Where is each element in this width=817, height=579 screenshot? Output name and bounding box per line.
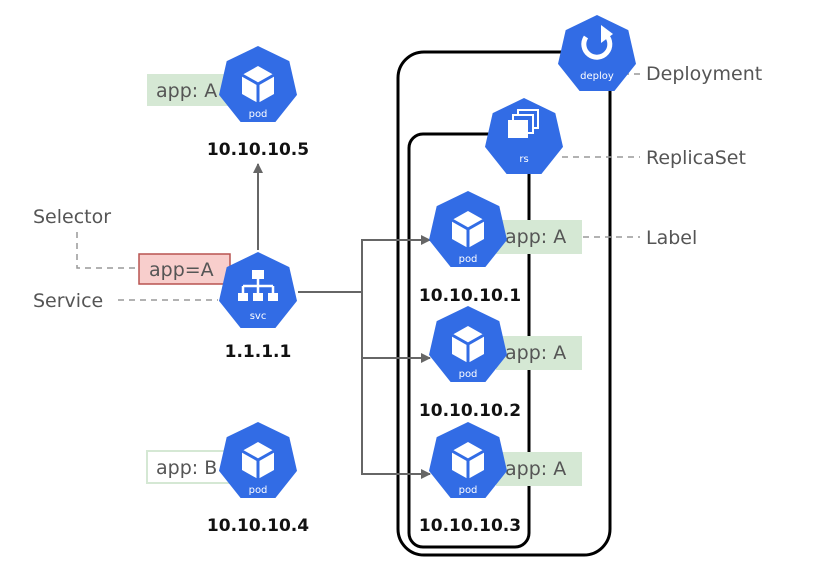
- deployment-boundary: [396, 50, 612, 557]
- label-tag-rs2-text: app: A: [505, 342, 566, 364]
- svc-to-pod3-connector: [361, 358, 431, 479]
- svc-icon: svc: [219, 252, 297, 328]
- label-tag-rs2: app: A: [496, 336, 582, 370]
- pod-icon-rs3: pod: [429, 422, 507, 498]
- label-tag-rs3-text: app: A: [505, 458, 566, 480]
- pod-icon-top: pod: [219, 46, 297, 122]
- pod-bottom-caption: pod: [249, 485, 268, 496]
- selector-leader: [76, 232, 138, 269]
- selector-tag-text: app=A: [149, 259, 214, 281]
- pod-rs3-ip: 10.10.10.3: [419, 516, 521, 536]
- pod-rs3-caption: pod: [459, 485, 478, 496]
- label-tag-rs1: app: A: [496, 220, 582, 254]
- label-tag-bottom: app: B: [146, 450, 232, 484]
- deploy-icon-caption: deploy: [580, 71, 614, 82]
- pod-rs1-caption: pod: [459, 254, 478, 265]
- pod-top-caption: pod: [249, 109, 268, 120]
- pod-rs2-ip: 10.10.10.2: [419, 401, 521, 421]
- label-tag-rs3: app: A: [496, 452, 582, 486]
- label-tag-rs1-text: app: A: [505, 226, 566, 248]
- label-callout: Label: [646, 227, 697, 249]
- deployment-callout: Deployment: [646, 63, 762, 85]
- pod-icon-bottom: pod: [219, 422, 297, 498]
- pod-bottom-ip: 10.10.10.4: [207, 516, 309, 536]
- svc-to-pod1-connector: [298, 235, 431, 293]
- service-callout: Service: [33, 290, 103, 312]
- pod-top-ip: 10.10.10.5: [207, 140, 309, 160]
- label-tag-bottom-text: app: B: [156, 457, 217, 479]
- selector-tag: app=A: [138, 253, 231, 285]
- service-ip: 1.1.1.1: [225, 342, 292, 362]
- pod-icon-rs1: pod: [429, 191, 507, 267]
- label-tag-top: app: A: [147, 74, 231, 106]
- pod-icon-rs2: pod: [429, 306, 507, 382]
- pod-rs1-ip: 10.10.10.1: [419, 286, 521, 306]
- pod-rs2-caption: pod: [459, 369, 478, 380]
- replicaset-callout: ReplicaSet: [646, 147, 746, 169]
- svc-icon-caption: svc: [250, 311, 267, 322]
- rs-icon-caption: rs: [519, 154, 528, 165]
- label-tag-top-text: app: A: [156, 80, 217, 102]
- deploy-icon: deploy: [558, 15, 636, 91]
- selector-callout: Selector: [33, 206, 111, 228]
- rs-icon: rs: [485, 98, 563, 174]
